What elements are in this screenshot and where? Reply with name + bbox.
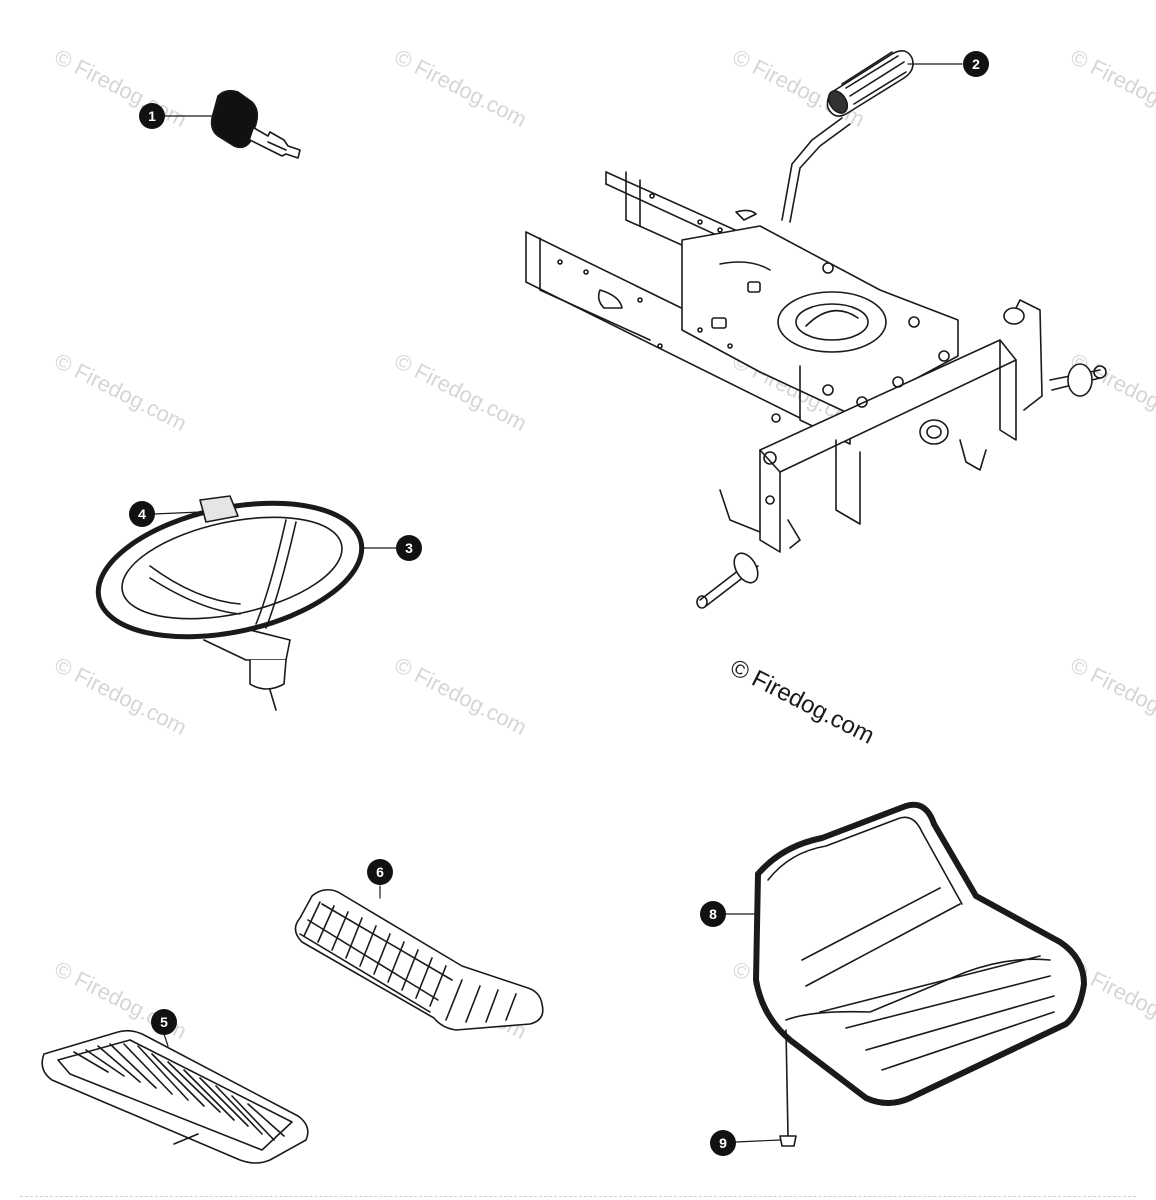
seat-illustration [753,801,1087,1147]
callout-number: 3 [405,540,413,556]
foot-pad-right-illustration [294,888,544,1031]
foot-pad-left-illustration [41,1029,309,1164]
steering-wheel-illustration [95,495,365,711]
callout-9: 9 [710,1130,736,1156]
callout-5: 5 [151,1009,177,1035]
callout-number: 4 [138,506,146,522]
callout-1: 1 [139,103,165,129]
callout-4: 4 [129,501,155,527]
callout-2: 2 [963,51,989,77]
callout-number: 5 [160,1014,168,1030]
callout-number: 1 [148,108,156,124]
callout-number: 8 [709,906,717,922]
ignition-key-illustration [210,89,301,159]
lift-lever-illustration [781,50,914,223]
callout-number: 2 [972,56,980,72]
callout-number: 9 [719,1135,727,1151]
page-bottom-divider [20,1196,1136,1197]
callout-8: 8 [700,901,726,927]
callout-number: 6 [376,864,384,880]
leader-lines [153,63,963,1143]
chassis-frame-illustration [525,171,1107,609]
callout-6: 6 [367,859,393,885]
callout-3: 3 [396,535,422,561]
